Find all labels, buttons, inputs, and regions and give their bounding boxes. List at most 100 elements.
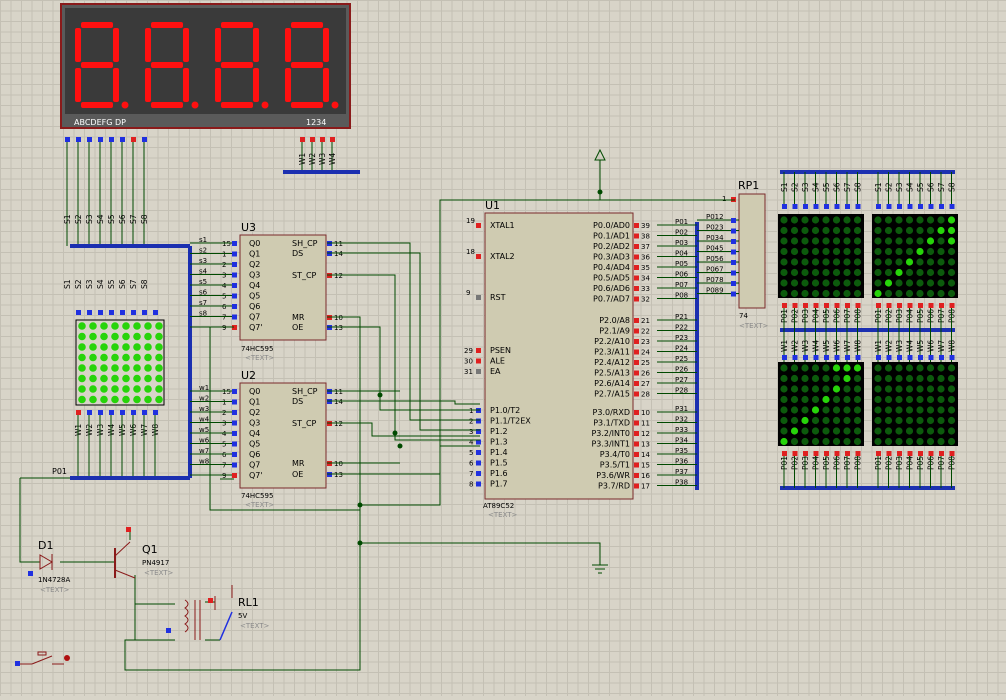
pin-name: PSEN	[490, 346, 511, 355]
matrix-col-label: S1	[874, 182, 883, 192]
pin-number: 9	[222, 324, 226, 332]
seven-segment-display[interactable]: ABCDEFG DP 1234	[60, 3, 351, 129]
seg-line-label: S7	[129, 214, 138, 224]
matrix-col-label: S5	[916, 182, 925, 192]
u2-ref: U2	[241, 369, 256, 382]
matrix-col-label: W2	[791, 340, 800, 352]
pin-number: 10	[641, 409, 650, 417]
pin-name: Q1	[249, 398, 260, 407]
digit-4	[285, 22, 339, 109]
pin-number: 10	[334, 314, 343, 322]
net-label: w1	[199, 384, 209, 392]
rl1-relay[interactable]: RL1 5V <TEXT>	[166, 585, 270, 641]
pin-name: P0.5/AD5	[593, 274, 630, 283]
pin-number: 6	[469, 460, 474, 468]
net-label: s8	[199, 310, 207, 318]
pin-number: 6	[222, 303, 227, 311]
net-label: s7	[199, 299, 207, 307]
pin-name: P0.2/AD2	[593, 242, 630, 251]
matrix-col-label: W4	[812, 340, 821, 352]
pin-name: P1.1/T2EX	[490, 417, 531, 426]
seg-line-label: S2	[74, 214, 83, 224]
d1-diode[interactable]: D1 1N4728A <TEXT>	[28, 539, 71, 594]
pin-name: Q0	[249, 239, 260, 248]
seg-line-label: S7	[129, 279, 138, 289]
net-label: s6	[199, 289, 208, 297]
net-label: P31	[675, 405, 688, 413]
matrix-col-label: S1	[780, 182, 789, 192]
rp1-resistor-pack[interactable]: RP1 74 <TEXT> 1 P012P023P034P045P056P067…	[697, 179, 769, 330]
matrix-bottom-right[interactable]	[872, 362, 958, 446]
net-label: s1	[199, 236, 207, 244]
pushbutton[interactable]	[15, 651, 70, 666]
pin-name: OE	[292, 470, 303, 479]
pin-number: 35	[641, 264, 650, 272]
pin-number: 10	[334, 460, 343, 468]
pin-name: Q6	[249, 450, 260, 459]
seg-line-label: S4	[96, 214, 105, 224]
pin-name: P2.6/A14	[594, 379, 630, 388]
pin-name: DS	[292, 397, 303, 406]
pin-name: Q6	[249, 302, 260, 311]
digit-2	[145, 22, 199, 109]
p01-net-label: P01	[52, 467, 67, 476]
pin-number: 14	[334, 250, 343, 258]
net-label: P36	[675, 458, 689, 466]
left-led-matrix[interactable]	[75, 319, 165, 406]
pin-name: MR	[292, 313, 305, 322]
net-label: P03	[675, 239, 688, 247]
matrix-col-label: S6	[833, 182, 842, 192]
u3-ref: U3	[241, 221, 256, 234]
seg-line-label: S8	[140, 214, 149, 224]
pin-number: 3	[222, 420, 226, 428]
pin-name: P2.3/A11	[594, 348, 630, 357]
pin-number: 3	[222, 272, 226, 280]
pin-number: 6	[222, 451, 227, 459]
display-pin-label: W3	[318, 153, 327, 165]
matrix-col-label: S7	[843, 182, 852, 192]
pin-number: 28	[641, 391, 650, 399]
pin-number: 17	[641, 483, 650, 491]
pin-number: 26	[641, 370, 650, 378]
rp1-ref: RP1	[738, 179, 759, 192]
pin-name: Q5	[249, 292, 260, 301]
d1-text: <TEXT>	[40, 586, 70, 594]
pin-name: P1.2	[490, 427, 508, 436]
matrix-col-label: W2	[885, 340, 894, 352]
pin-name: P2.5/A13	[594, 369, 630, 378]
matrix-col-label: W1	[780, 340, 789, 352]
pin-name: SH_CP	[292, 387, 318, 396]
pin-number: 12	[641, 430, 650, 438]
matrix-bottom-left[interactable]	[778, 362, 864, 446]
pin-name: P3.4/T0	[600, 450, 630, 459]
matrix-col-label: W4	[906, 340, 915, 352]
net-label: w4	[199, 416, 210, 424]
pin-name: P0.1/AD1	[593, 232, 630, 241]
matrix-top-right[interactable]	[872, 214, 958, 298]
matrix-top-left[interactable]	[778, 214, 864, 298]
net-label: s4	[199, 268, 208, 276]
u2-part: 74HC595	[241, 492, 273, 500]
pin-number: 33	[641, 285, 650, 293]
u3-shift-register[interactable]: Q015s1Q11s2Q22s3Q33s4Q44s5Q55s6Q66s7Q77s…	[190, 221, 343, 362]
net-label: P045	[706, 245, 724, 253]
net-label: P034	[706, 234, 724, 242]
pin-number: 13	[334, 471, 343, 479]
pin-number: 18	[466, 248, 475, 256]
u2-shift-register[interactable]: Q015w1Q11w2Q22w3Q33w4Q44w5Q55w6Q66w7Q77w…	[190, 369, 343, 509]
net-label: P35	[675, 447, 688, 455]
pin-name: Q5	[249, 440, 260, 449]
pin-name: Q1	[249, 250, 260, 259]
junctions	[357, 189, 603, 546]
pin-number: 38	[641, 233, 650, 241]
net-label: P28	[675, 387, 688, 395]
pin-name: DS	[292, 249, 303, 258]
net-label: P26	[675, 366, 689, 374]
pin-number: 36	[641, 254, 650, 262]
pin-number: 1	[222, 399, 226, 407]
ground-symbol	[592, 564, 608, 574]
q1-transistor[interactable]: Q1 PN4917 <TEXT>	[114, 527, 174, 579]
